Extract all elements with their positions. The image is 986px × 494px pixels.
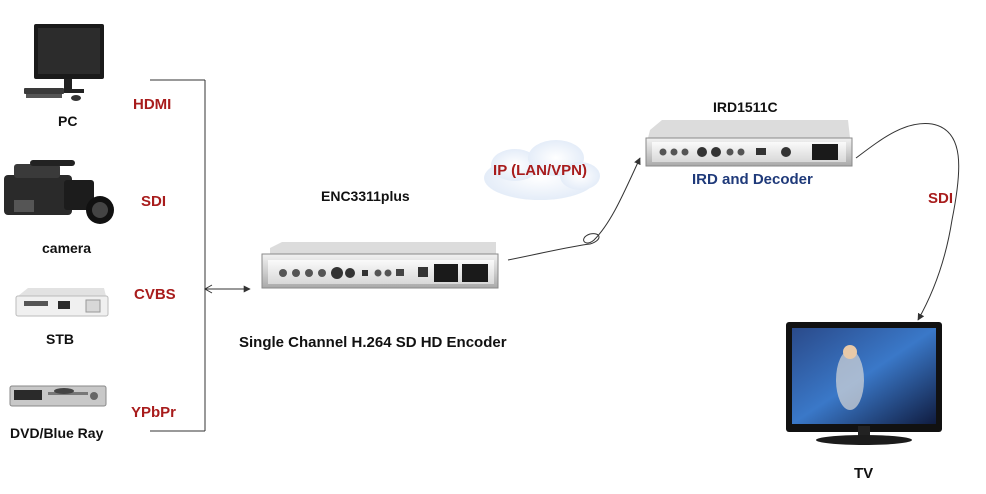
cloud-icon: [484, 140, 600, 200]
encoder-name: ENC3311plus: [321, 188, 410, 204]
input-bracket: [150, 79, 251, 432]
encoder-device-icon: [261, 242, 499, 289]
stb-label: STB: [46, 331, 74, 347]
network-label: IP (LAN/VPN): [493, 162, 587, 179]
tv-icon: [786, 322, 942, 445]
decoder-description: IRD and Decoder: [692, 171, 813, 188]
hdmi-label: HDMI: [133, 96, 172, 113]
camera-icon: [4, 160, 114, 224]
camera-label: camera: [42, 240, 92, 256]
stb-icon: [15, 288, 109, 317]
sdi-input-label: SDI: [141, 193, 167, 210]
decoder-device-icon: [645, 120, 853, 167]
cvbs-label: CVBS: [134, 286, 176, 303]
pc-label: PC: [58, 113, 78, 129]
sdi-output-label: SDI: [928, 190, 954, 207]
ip-link-arrow: [507, 157, 641, 261]
ypbpr-label: YPbPr: [131, 404, 177, 421]
tv-label: TV: [854, 465, 874, 482]
sdi-output-arrow: [855, 122, 960, 321]
dvd-player-icon: [9, 385, 107, 407]
decoder-name: IRD1511C: [713, 99, 778, 115]
pc-monitor-icon: [24, 24, 104, 101]
dvd-label: DVD/Blue Ray: [10, 425, 104, 441]
encoder-description: Single Channel H.264 SD HD Encoder: [239, 334, 507, 351]
